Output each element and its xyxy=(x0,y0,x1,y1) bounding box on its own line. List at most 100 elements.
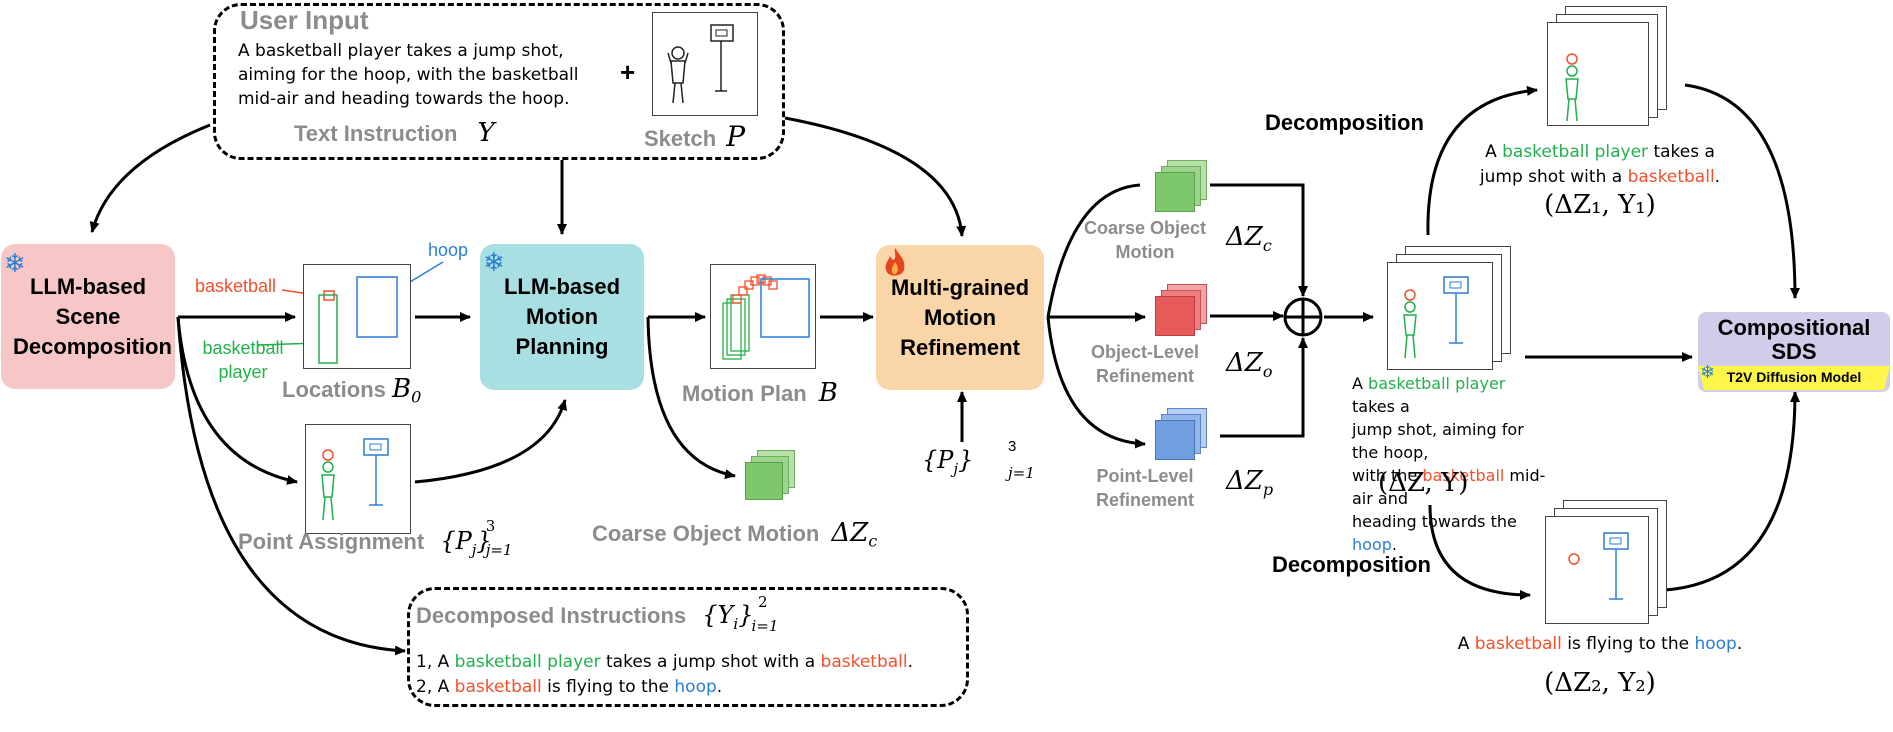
sketch-thumbnail xyxy=(652,12,758,116)
full-l3-end: mid-air and xyxy=(1352,466,1546,508)
full-caption-line-1: A basketball player takes a xyxy=(1352,372,1552,418)
point-assignment-open: {P xyxy=(440,527,472,555)
line-coarse-to-sum xyxy=(1210,183,1308,297)
snowflake-icon: ❄ xyxy=(483,247,505,277)
branch-object-delta: ΔZ xyxy=(1226,348,1263,378)
decomposed-instructions-caption: Decomposed Instructions {Yi} 2 i=1 xyxy=(416,593,778,635)
decomposition-top-label: Decomposition xyxy=(1265,110,1424,135)
branch-point-stack xyxy=(1155,408,1207,460)
line1-end: . xyxy=(907,652,914,672)
decomposed-sub: i xyxy=(733,614,739,633)
refinement-label: Multi-grained Motion Refinement xyxy=(890,274,1030,360)
point-assignment-thumbnail xyxy=(305,424,411,534)
sketch-drawing xyxy=(667,24,734,104)
snowflake-icon: ❄ xyxy=(1700,362,1716,382)
line1-player: basketball player xyxy=(454,652,601,672)
decomposed-sup: 2 xyxy=(757,593,768,611)
full-player: basketball player xyxy=(1368,374,1506,393)
arrow-planning-to-coarse xyxy=(646,316,736,480)
scene-decomposition-node: LLM-based Scene Decomposition xyxy=(1,244,175,389)
point-assignment-sub: j xyxy=(471,540,477,559)
decomposed-instructions-symbol: {Yi} 2 i=1 xyxy=(702,593,778,635)
line2-end: . xyxy=(716,677,723,697)
line-point-to-sum xyxy=(1220,337,1308,438)
point-assignment-sup: 3 xyxy=(485,517,496,535)
full-l4-prefix: heading towards the xyxy=(1352,512,1517,531)
scene-decomposition-label: LLM-based Scene Decomposition xyxy=(13,273,172,359)
top-frame-front xyxy=(1547,22,1649,126)
point-assignment-label: Point Assignment xyxy=(238,529,425,554)
full-caption-line-2: jump shot, aiming for the hoop, xyxy=(1352,420,1524,462)
locations-boxes xyxy=(318,276,398,364)
decomposition-bottom-caption: A basketball is flying to the hoop. xyxy=(1440,632,1760,656)
full-mid1: takes a xyxy=(1352,397,1410,416)
top-caption-line-1: A basketball player takes a xyxy=(1470,140,1730,165)
point-assignment-drawing xyxy=(321,438,389,521)
decomposition-bottom-pair: (ΔZ₂, Y₂) xyxy=(1544,668,1656,698)
decomposed-line-2: 2, A basketball is flying to the hoop. xyxy=(416,675,722,699)
arrow-full-to-bottom xyxy=(1428,504,1531,600)
full-hoop: hoop xyxy=(1352,535,1392,554)
sum-circle xyxy=(1283,297,1323,337)
locations-thumbnail xyxy=(303,264,411,369)
motion-plan-caption: Motion Plan B xyxy=(682,378,838,408)
sds-sub-label: T2V Diffusion Model xyxy=(1726,369,1862,385)
coarse-motion-caption: Coarse Object Motion ΔZc xyxy=(592,518,877,550)
arrow-full-to-top xyxy=(1426,85,1538,236)
motion-plan-boxes xyxy=(722,274,810,360)
bottom-mid: is flying to the xyxy=(1561,634,1695,654)
points-input-open: {P xyxy=(922,446,954,474)
hoop-annotation: hoop xyxy=(428,240,469,260)
point-assignment-caption: Point Assignment {Pj} 3 j=1 xyxy=(238,517,512,559)
bottom-frame-drawing xyxy=(1568,532,1629,600)
points-input-close: } xyxy=(958,446,974,474)
branch-coarse-symbol: ΔZc xyxy=(1226,222,1272,255)
basketball-annotation: basketball xyxy=(195,276,277,296)
full-pair: (ΔZ, Y) xyxy=(1378,468,1469,498)
fire-icon xyxy=(885,248,905,276)
text-instruction-symbol: Y xyxy=(477,118,495,148)
sds-label: Compositional SDS xyxy=(1717,315,1871,364)
arrow-bottom-to-sds xyxy=(1664,391,1800,592)
user-input-title: User Input xyxy=(240,5,369,35)
line1-prefix: 1, A xyxy=(416,652,455,672)
arrow-input-to-decomposition xyxy=(89,123,211,233)
line1-mid: takes a jump shot with a xyxy=(600,652,821,672)
decomposed-range: i=1 xyxy=(751,617,779,635)
snowflake-icon: ❄ xyxy=(4,248,26,278)
decomposition-bottom-label: Decomposition xyxy=(1272,552,1431,577)
branch-point-symbol: ΔZp xyxy=(1226,466,1273,499)
decomposed-open: {Y xyxy=(702,601,734,629)
stack-layer xyxy=(1155,296,1195,336)
motion-plan-thumbnail xyxy=(710,264,816,369)
arrow-decomp-to-instructions xyxy=(176,316,406,656)
line2-prefix: 2, A xyxy=(416,677,455,697)
user-input-text: A basketball player takes a jump shot, a… xyxy=(238,39,579,111)
locations-symbol-sub: 0 xyxy=(411,387,422,407)
branch-object-stack xyxy=(1155,284,1207,336)
branch-coarse-delta: ΔZ xyxy=(1226,222,1263,252)
top-frame-drawing xyxy=(1565,53,1579,122)
full-frame-drawing xyxy=(1403,276,1469,359)
bottom-hoop: hoop xyxy=(1694,634,1737,654)
text-instruction-caption: Text Instruction Y xyxy=(294,118,495,148)
locations-label: Locations xyxy=(282,377,386,402)
coarse-motion-symbol: ΔZ xyxy=(831,518,869,548)
motion-planning-label: LLM-based Motion Planning xyxy=(503,274,621,359)
bottom-end: . xyxy=(1736,634,1743,654)
branch-point-label: Point-Level Refinement xyxy=(1095,466,1194,510)
bottom-ball: basketball xyxy=(1474,634,1562,654)
full-frame-front xyxy=(1387,262,1493,370)
coarse-motion-stack xyxy=(745,450,795,500)
top-prefix: A xyxy=(1485,142,1503,162)
sds-sub-shape xyxy=(1698,366,1890,390)
arrow-refinement-to-coarse xyxy=(1046,183,1141,318)
coarse-motion-label: Coarse Object Motion xyxy=(592,521,820,546)
branch-coarse-sub: c xyxy=(1262,236,1272,256)
motion-plan-label: Motion Plan xyxy=(682,381,807,406)
sds-node: Compositional SDS T2V Diffusion Model ❄ xyxy=(1698,312,1890,392)
motion-plan-symbol: B xyxy=(818,378,838,408)
bottom-prefix: A xyxy=(1457,634,1475,654)
arrow-hoop-label xyxy=(404,261,444,286)
line2-mid: is flying to the xyxy=(541,677,675,697)
